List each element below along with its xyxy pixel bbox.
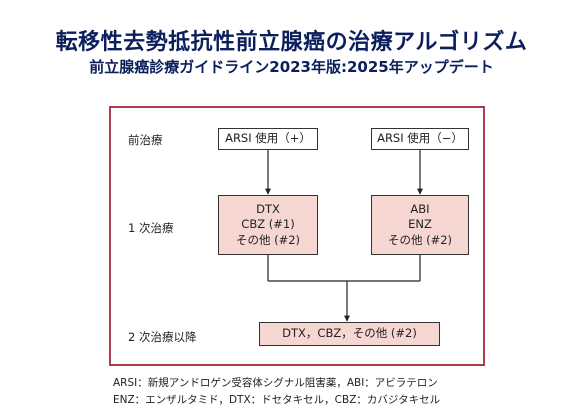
treatment-other: その他 (#2) [387,232,453,247]
treatment-abi: ABI [410,201,430,216]
box-arsi-used: ARSI 使用（+） [218,128,318,150]
page-title: 転移性去勢抵抗性前立腺癌の治療アルゴリズム [55,30,528,55]
box-arsi-not-used: ARSI 使用（−） [371,128,469,150]
treatment-cbz: CBZ (#1) [241,217,295,232]
row-label-second-line: 2 次治療以降 [128,330,197,344]
row-label-prior-treatment: 前治療 [128,133,163,147]
algorithm-frame [109,106,485,366]
treatment-dtx: DTX [256,201,280,216]
treatment-other: その他 (#2) [235,232,301,247]
page-subtitle: 前立腺癌診療ガイドライン2023年版:2025年アップデート [89,58,494,76]
treatment-enz: ENZ [408,217,432,232]
footnote-abbreviations-1: ARSI：新規アンドロゲン受容体シグナル阻害薬，ABI：アビラテロン [113,377,438,389]
box-first-line-arsi-used: DTX CBZ (#1) その他 (#2) [218,195,318,255]
box-first-line-arsi-not-used: ABI ENZ その他 (#2) [371,195,469,255]
box-second-line: DTX，CBZ，その他 (#2) [259,322,440,346]
row-label-first-line: 1 次治療 [128,221,174,235]
footnote-abbreviations-2: ENZ：エンザルタミド，DTX：ドセタキセル，CBZ：カバジタキセル [113,394,441,406]
